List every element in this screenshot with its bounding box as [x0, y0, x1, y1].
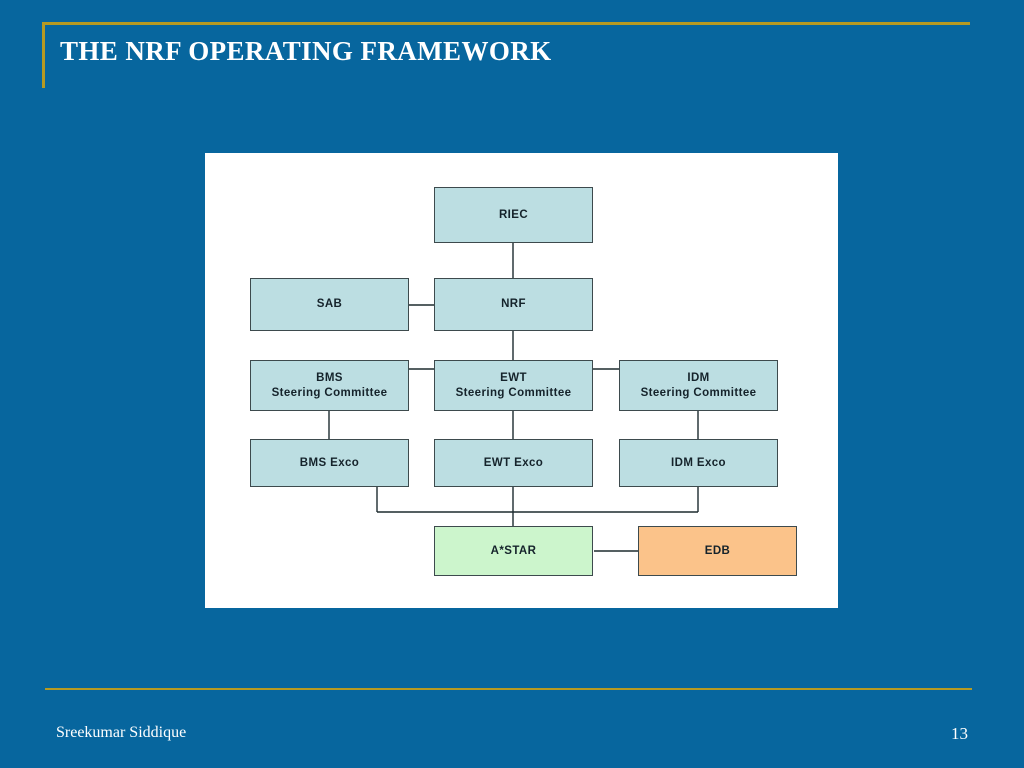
node-bms-exco[interactable]: BMS Exco: [250, 439, 409, 487]
node-bms-exco-label: BMS Exco: [299, 456, 360, 469]
node-idm-sc-line1: IDM: [687, 371, 710, 384]
node-ewt-sc-line1: EWT: [500, 371, 527, 384]
title-left-rule: [42, 22, 45, 88]
node-bms-steering-committee[interactable]: BMS Steering Committee: [250, 360, 409, 411]
node-riec[interactable]: RIEC: [434, 187, 593, 243]
node-edb-label: EDB: [704, 544, 731, 557]
page-title: THE NRF OPERATING FRAMEWORK: [60, 36, 552, 66]
node-idm-steering-committee[interactable]: IDM Steering Committee: [619, 360, 778, 411]
footer-author: Sreekumar Siddique: [56, 724, 187, 741]
footer-rule: [45, 688, 972, 690]
node-nrf[interactable]: NRF: [434, 278, 593, 331]
node-idm-exco-label: IDM Exco: [671, 456, 726, 469]
title-top-rule: [42, 22, 970, 25]
footer-page-number: 13: [951, 724, 968, 743]
node-idm-exco[interactable]: IDM Exco: [619, 439, 778, 487]
node-bms-sc-line1: BMS: [316, 371, 343, 384]
node-ewt-exco[interactable]: EWT Exco: [434, 439, 593, 487]
node-riec-label: RIEC: [498, 208, 529, 221]
node-sab-label: SAB: [316, 298, 343, 310]
node-astar-label: A*STAR: [490, 544, 537, 557]
node-idm-sc-line2: Steering Committee: [640, 386, 757, 399]
node-edb[interactable]: EDB: [638, 526, 797, 576]
org-chart-panel: RIEC SAB NRF BMS Steering Committee EWT …: [205, 153, 838, 608]
node-nrf-label: NRF: [501, 298, 526, 310]
node-ewt-sc-line2: Steering Committee: [455, 386, 572, 399]
node-ewt-steering-committee[interactable]: EWT Steering Committee: [434, 360, 593, 411]
node-bms-sc-line2: Steering Committee: [271, 386, 388, 399]
node-astar[interactable]: A*STAR: [434, 526, 593, 576]
node-sab[interactable]: SAB: [250, 278, 409, 331]
node-ewt-exco-label: EWT Exco: [483, 456, 544, 469]
